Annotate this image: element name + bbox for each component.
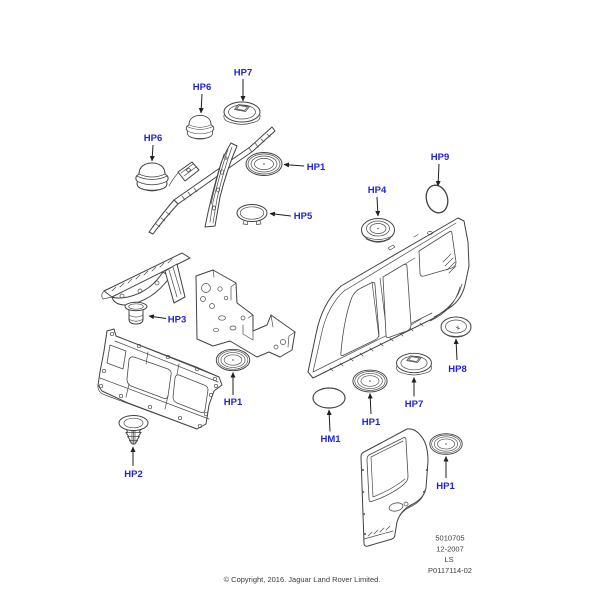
leader-hp6-upper bbox=[198, 93, 204, 114]
callout-hp2[interactable]: HP2 bbox=[124, 469, 142, 480]
fender-apron-illustration bbox=[101, 252, 191, 306]
part-hp2-push-pin bbox=[118, 415, 149, 445]
leader-hp3 bbox=[148, 314, 167, 320]
part-hp7-cap-top bbox=[223, 101, 261, 125]
part-hp8-plug bbox=[440, 316, 472, 338]
callout-hp9[interactable]: HP9 bbox=[431, 152, 449, 163]
plate-drawing-number: P0117114-02 bbox=[428, 566, 472, 575]
leader-hp1-top bbox=[283, 162, 305, 168]
callout-hp3[interactable]: HP3 bbox=[168, 315, 186, 326]
leader-hp9 bbox=[435, 163, 441, 187]
callout-leader-lines bbox=[130, 79, 459, 478]
plate-market-code: LS bbox=[444, 555, 453, 564]
callout-hp7-bottom[interactable]: HP7 bbox=[405, 399, 423, 410]
callout-hp8[interactable]: HP8 bbox=[448, 364, 466, 375]
part-hp9-seal-ring bbox=[422, 181, 452, 217]
a-pillar-assembly-illustration bbox=[148, 126, 276, 235]
part-hp1-ribbed-plug-top bbox=[245, 152, 283, 176]
leader-hp6-lower bbox=[149, 144, 155, 162]
front-end-panel-illustration bbox=[97, 328, 223, 430]
body-side-panel-illustration bbox=[307, 217, 470, 379]
front-end-bolt-holes bbox=[98, 331, 219, 429]
part-hp5-oval-ring bbox=[236, 204, 268, 225]
part-hp3-tophat-grommet bbox=[124, 301, 148, 325]
callout-hp6-upper[interactable]: HP6 bbox=[193, 82, 211, 93]
part-hp7-cap-bottom bbox=[395, 352, 433, 376]
plate-date: 12-2007 bbox=[436, 545, 464, 554]
callout-hp7-top[interactable]: HP7 bbox=[234, 68, 252, 79]
copyright-notice: © Copyright, 2016. Jaguar Land Rover Lim… bbox=[224, 575, 381, 584]
callout-hp1-mid-bottom[interactable]: HP1 bbox=[362, 417, 381, 428]
callout-hp1-top[interactable]: HP1 bbox=[307, 162, 326, 173]
leader-hp8 bbox=[453, 338, 459, 361]
drawing-plate: 5010705 12-2007 LS P0117114-02 bbox=[428, 534, 472, 576]
part-hp1-ribbed-plug-mid-bottom bbox=[352, 369, 388, 393]
callout-hm1[interactable]: HM1 bbox=[320, 434, 341, 445]
leader-hm1 bbox=[326, 409, 332, 432]
leader-hp4 bbox=[375, 196, 381, 217]
callout-hp4[interactable]: HP4 bbox=[368, 185, 387, 196]
rear-door-illustration bbox=[360, 428, 429, 547]
part-hm1-oval-plug bbox=[312, 387, 346, 409]
plate-part-number: 5010705 bbox=[435, 534, 464, 543]
part-hp6-dome-plug-upper bbox=[185, 114, 215, 140]
callout-hp5[interactable]: HP5 bbox=[294, 211, 313, 222]
leader-hp1-mid-bottom bbox=[367, 393, 373, 415]
dash-panel-illustration bbox=[195, 269, 296, 358]
part-hp1-ribbed-plug-mid bbox=[215, 348, 251, 372]
part-hp4-grommet bbox=[361, 218, 395, 243]
part-hp6-dome-plug-lower bbox=[135, 162, 169, 192]
leader-hp5 bbox=[269, 211, 292, 217]
callout-hp1-bottom-right[interactable]: HP1 bbox=[436, 481, 455, 492]
callout-hp1-mid[interactable]: HP1 bbox=[224, 397, 243, 408]
callout-hp6-lower[interactable]: HP6 bbox=[144, 133, 162, 144]
part-hp1-ribbed-plug-bottom-right bbox=[429, 433, 463, 455]
